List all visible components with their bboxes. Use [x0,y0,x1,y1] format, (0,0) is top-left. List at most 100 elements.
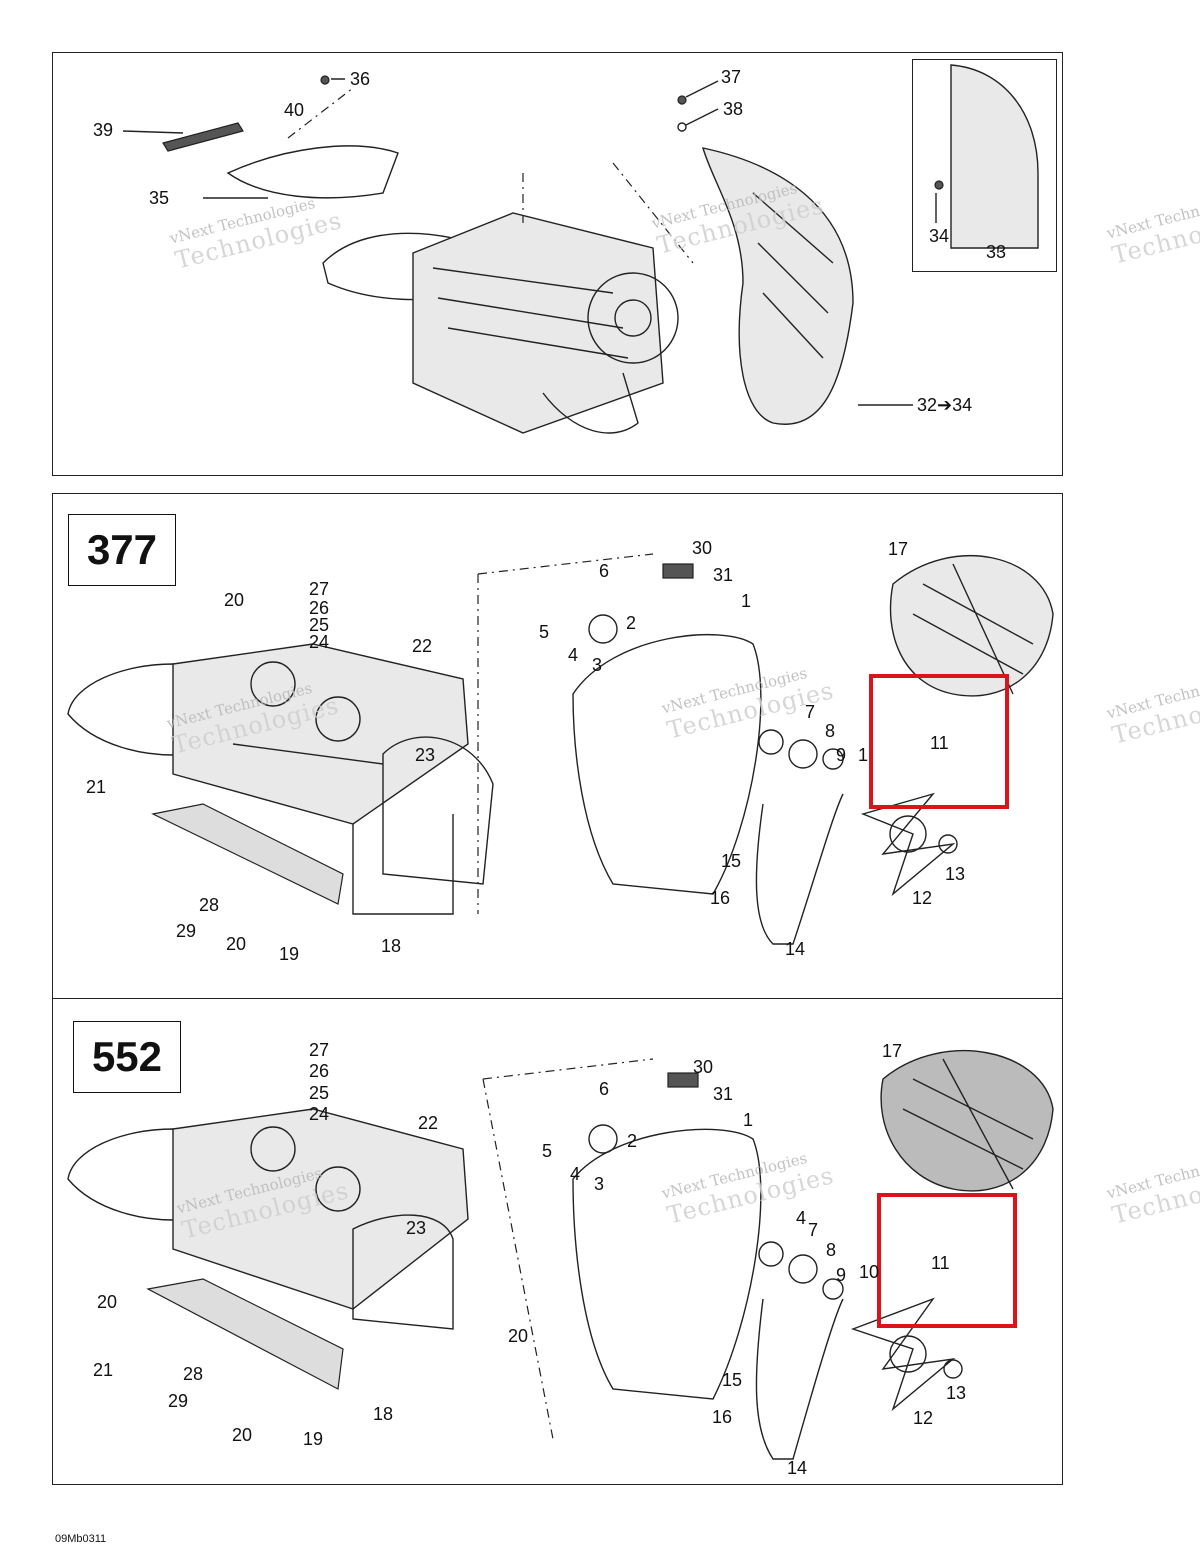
callout-22: 22 [418,1113,439,1133]
callout-1: 1 [741,591,752,611]
callout-20-left: 20 [97,1292,118,1312]
callout-10: 10 [859,1262,880,1282]
model-377-panel: 377 17 30 6 31 27 20 26 25 24 22 1 5 2 4… [52,493,1063,1000]
highlight-fan-552 [877,1193,1017,1328]
callout-1: 1 [743,1110,754,1130]
exhaust-duct-377 [382,736,494,885]
fan-housing-552 [572,1128,762,1400]
callout-27: 27 [309,579,330,599]
cowl-part [226,145,399,199]
callout-24: 24 [309,1104,330,1124]
cylinder-cowl-552 [172,1108,469,1310]
callout-6: 6 [599,1079,610,1099]
callout-18: 18 [373,1404,394,1424]
callout-30: 30 [693,1057,714,1077]
callout-8: 8 [825,721,836,741]
drive-belt-552 [755,1298,844,1460]
fan-cover-inset [912,59,1057,272]
callout-5: 5 [542,1141,553,1161]
model-552-panel: 552 17 27 30 26 6 25 31 24 22 1 2 5 4 3 … [52,998,1063,1485]
callout-2: 2 [627,1131,638,1151]
callout-24: 24 [309,632,330,652]
callout-2: 2 [626,613,637,633]
callout-25: 25 [309,615,330,635]
fan-377 [860,792,956,897]
callout-23: 23 [406,1218,427,1238]
fan-housing-377 [572,634,762,895]
callout-23: 23 [415,745,436,765]
callout-31: 31 [713,565,734,585]
callout-20-bottom: 20 [232,1425,253,1445]
fan-cowl-552 [880,1049,1054,1192]
callout-30: 30 [692,538,713,558]
callout-22: 22 [412,636,433,656]
callout-15: 15 [721,851,742,871]
callout-17: 17 [882,1041,903,1061]
callout-4: 4 [568,645,579,665]
callout-8: 8 [826,1240,837,1260]
callout-29: 29 [176,921,197,941]
exhaust-duct-552 [352,1214,454,1330]
callout-25: 25 [309,1083,330,1103]
callout-26: 26 [309,598,330,618]
flywheel-part [587,272,679,364]
callout-16: 16 [712,1407,733,1427]
callout-20-lower: 20 [226,934,247,954]
callout-6: 6 [599,561,610,581]
callout-4b: 4 [796,1208,807,1228]
callout-38: 38 [723,99,744,119]
callout-19: 19 [303,1429,324,1449]
callout-19: 19 [279,944,300,964]
model-377-drawing [67,553,1054,945]
callout-26: 26 [309,1061,330,1081]
callout-12: 12 [913,1408,934,1428]
callout-35: 35 [149,188,170,208]
highlight-fan-377 [869,674,1009,809]
callout-31: 31 [713,1084,734,1104]
callout-1-partial: 1 [858,745,869,765]
engine-block-part [412,212,664,434]
callout-40: 40 [284,100,305,120]
fan-cowl-377 [889,554,1054,697]
callout-37: 37 [721,67,742,87]
callout-27: 27 [309,1040,330,1060]
callout-7: 7 [805,702,816,722]
lower-bracket-552 [146,1278,344,1390]
model-377-label: 377 [68,514,176,586]
callout-39: 39 [93,120,114,140]
callout-3: 3 [592,655,603,675]
callout-32-34: 32➔34 [917,395,973,415]
callout-13: 13 [945,864,966,884]
callout-20-right: 20 [508,1326,529,1346]
fan-housing-cover-part [702,147,854,425]
model-552-drawing [67,1049,1054,1460]
fan-552 [850,1297,956,1412]
engine-cooling-overview-drawing [122,75,999,434]
callout-14: 14 [785,939,806,959]
model-552-label: 552 [73,1021,181,1093]
diagram-code: 09Mb0311 [55,1533,107,1545]
callout-28: 28 [183,1364,204,1384]
callout-3: 3 [594,1174,605,1194]
cylinder-cowl-377 [172,643,469,825]
callout-5: 5 [539,622,550,642]
lower-bracket-377 [151,803,344,905]
callout-14: 14 [787,1458,808,1478]
callout-34: 34 [929,226,950,246]
callout-36: 36 [350,69,371,89]
callout-29: 29 [168,1391,189,1411]
callout-15: 15 [722,1370,743,1390]
bracket-part [162,122,244,152]
callout-4: 4 [570,1164,581,1184]
callout-12: 12 [912,888,933,908]
callout-21: 21 [86,777,107,797]
callout-18: 18 [381,936,402,956]
callout-17: 17 [888,539,909,559]
callout-16: 16 [710,888,731,908]
callout-21: 21 [93,1360,114,1380]
callout-33: 33 [986,242,1007,262]
callout-11: 11 [930,733,949,753]
